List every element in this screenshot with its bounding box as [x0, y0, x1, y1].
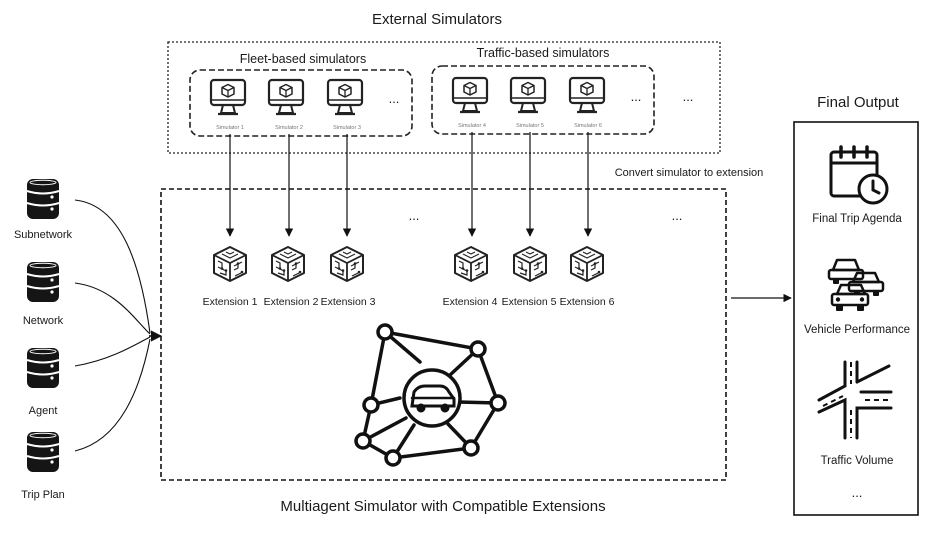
circuit-cube-icon [271, 246, 305, 282]
input-label: Network [23, 315, 64, 327]
input-agent: Agent [26, 347, 60, 417]
extension-label: Extension 2 [264, 296, 319, 308]
simulator-label: Simulator 3 [333, 125, 361, 131]
input-label: Trip Plan [21, 489, 65, 501]
simulator-monitor-icon [267, 78, 305, 116]
simulator-label: Simulator 5 [516, 123, 544, 129]
database-icon [26, 261, 60, 303]
simulator-5: Simulator 5 [509, 76, 547, 129]
extension-4: Extension 4 [443, 246, 498, 308]
external-simulators-title: External Simulators [372, 11, 502, 28]
fleet-ellipsis: ... [389, 91, 400, 106]
simulator-2: Simulator 2 [267, 78, 305, 131]
extension-6: Extension 6 [560, 246, 615, 308]
extensions-layer: Extension 1 Extension 2 Extension 3 ... … [203, 208, 683, 308]
road-intersection-icon [817, 360, 893, 440]
input-label: Agent [29, 405, 58, 417]
simulator-3: Simulator 3 [326, 78, 364, 131]
output-items: Final Trip Agenda Vehicle Performance Tr… [804, 145, 910, 500]
input-curve [74, 282, 151, 335]
traffic-ellipsis: ... [631, 89, 642, 104]
car-network-icon [354, 323, 507, 467]
output-final-trip-agenda: Final Trip Agenda [812, 145, 902, 225]
circuit-cube-icon [513, 246, 547, 282]
input-network: Network [23, 261, 64, 327]
output-label: Traffic Volume [821, 455, 894, 467]
circuit-cube-icon [454, 246, 488, 282]
inputs-layer: Subnetwork Network Agent Trip Plan [14, 178, 73, 501]
external-ellipsis: ... [683, 89, 694, 104]
database-icon [26, 178, 60, 220]
simulator-label: Simulator 4 [458, 123, 486, 129]
fleet-group-box [189, 69, 413, 137]
traffic-group-box [431, 65, 655, 135]
convert-arrows [225, 132, 593, 237]
multiagent-simulator-label: Multiagent Simulator with Compatible Ext… [280, 498, 605, 515]
vehicles-icon [827, 258, 885, 313]
simulator-monitor-icon [451, 76, 489, 114]
extensions-ellipsis-right: ... [672, 208, 683, 223]
simulator-label: Simulator 1 [216, 125, 244, 131]
input-subnetwork: Subnetwork [14, 178, 73, 241]
simulator-monitor-icon [568, 76, 606, 114]
output-ellipsis: ... [852, 485, 863, 500]
extension-2: Extension 2 [264, 246, 319, 308]
extension-label: Extension 4 [443, 296, 498, 308]
extension-5: Extension 5 [502, 246, 557, 308]
database-icon [26, 347, 60, 389]
output-label: Vehicle Performance [804, 324, 910, 336]
circuit-cube-icon [330, 246, 364, 282]
extensions-ellipsis: ... [409, 208, 420, 223]
simulator-label: Simulator 6 [574, 123, 602, 129]
output-vehicle-performance: Vehicle Performance [804, 258, 910, 336]
output-label: Final Trip Agenda [812, 213, 902, 225]
convert-label: Convert simulator to extension [615, 167, 764, 179]
simulator-4: Simulator 4 [451, 76, 489, 129]
circuit-cube-icon [213, 246, 247, 282]
extension-1: Extension 1 [203, 246, 258, 308]
calendar-clock-icon [829, 145, 889, 205]
input-label: Subnetwork [14, 229, 73, 241]
fleet-group-title: Fleet-based simulators [240, 52, 366, 66]
output-traffic-volume: Traffic Volume [817, 360, 894, 467]
extension-label: Extension 5 [502, 296, 557, 308]
final-output-title: Final Output [817, 94, 900, 111]
input-trip-plan: Trip Plan [21, 431, 65, 501]
simulator-1: Simulator 1 [209, 78, 247, 131]
input-curve [74, 338, 151, 452]
database-icon [26, 431, 60, 473]
multiagent-simulator-box [160, 188, 727, 481]
final-output-box [793, 121, 919, 516]
simulator-6: Simulator 6 [568, 76, 606, 129]
input-curve [74, 336, 151, 367]
extension-label: Extension 1 [203, 296, 258, 308]
simulator-monitor-icon [209, 78, 247, 116]
input-curve [74, 199, 151, 334]
circuit-cube-icon [570, 246, 604, 282]
extension-3: Extension 3 [321, 246, 376, 308]
simulator-monitor-icon [509, 76, 547, 114]
traffic-group-title: Traffic-based simulators [477, 46, 610, 60]
simulators-layer: Simulator 1 Simulator 2 Simulator 3 ... … [209, 76, 694, 131]
input-arrows [74, 199, 163, 452]
extension-label: Extension 6 [560, 296, 615, 308]
extension-label: Extension 3 [321, 296, 376, 308]
simulator-monitor-icon [326, 78, 364, 116]
simulator-label: Simulator 2 [275, 125, 303, 131]
external-simulators-box [167, 41, 721, 154]
